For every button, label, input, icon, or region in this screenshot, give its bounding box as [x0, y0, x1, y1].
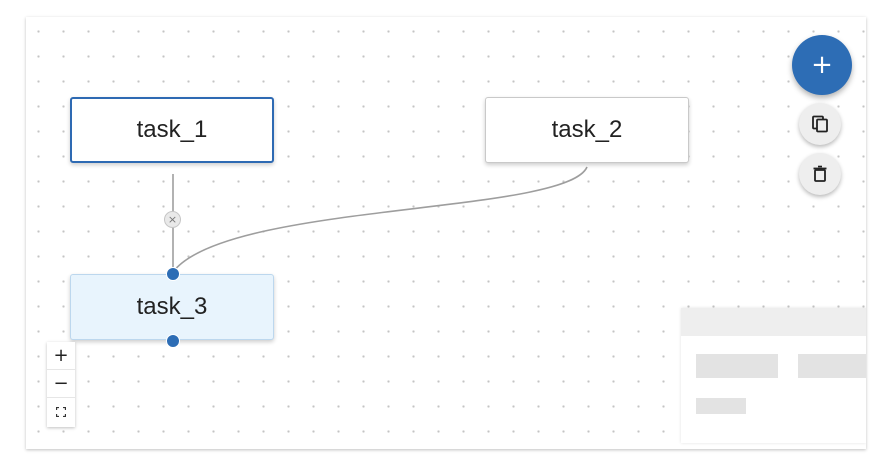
- node-task-1[interactable]: task_1: [70, 97, 274, 163]
- node-label: task_3: [136, 293, 208, 320]
- panel-header-placeholder: [681, 308, 866, 336]
- copy-icon: [812, 115, 828, 133]
- node-task-3-output-handle[interactable]: [166, 334, 180, 348]
- zoom-controls: + −: [47, 342, 75, 427]
- node-task-3[interactable]: task_3: [70, 274, 274, 340]
- skeleton-bar: [696, 354, 778, 378]
- node-label: task_2: [551, 116, 623, 143]
- skeleton-bar: [696, 398, 746, 414]
- delete-node-button[interactable]: [799, 153, 841, 195]
- fit-view-icon: [56, 407, 66, 417]
- edge-delete-button[interactable]: ×: [164, 211, 181, 228]
- zoom-in-icon: +: [53, 345, 69, 366]
- zoom-out-button[interactable]: −: [47, 370, 75, 398]
- add-node-button[interactable]: +: [792, 35, 852, 95]
- node-label: task_1: [136, 116, 208, 143]
- fit-view-button[interactable]: [47, 398, 75, 426]
- node-task-3-input-handle[interactable]: [166, 267, 180, 281]
- side-panel-loading: [681, 308, 866, 443]
- copy-node-button[interactable]: [799, 103, 841, 145]
- zoom-out-icon: −: [53, 373, 69, 394]
- plus-icon: +: [811, 50, 833, 80]
- zoom-in-button[interactable]: +: [47, 342, 75, 370]
- skeleton-bar: [798, 354, 866, 378]
- trash-icon: [813, 165, 827, 182]
- node-task-2[interactable]: task_2: [485, 97, 689, 163]
- edge-task2-task3[interactable]: [172, 166, 588, 273]
- flow-canvas[interactable]: × task_1 task_2 task_3 + + −: [26, 17, 866, 449]
